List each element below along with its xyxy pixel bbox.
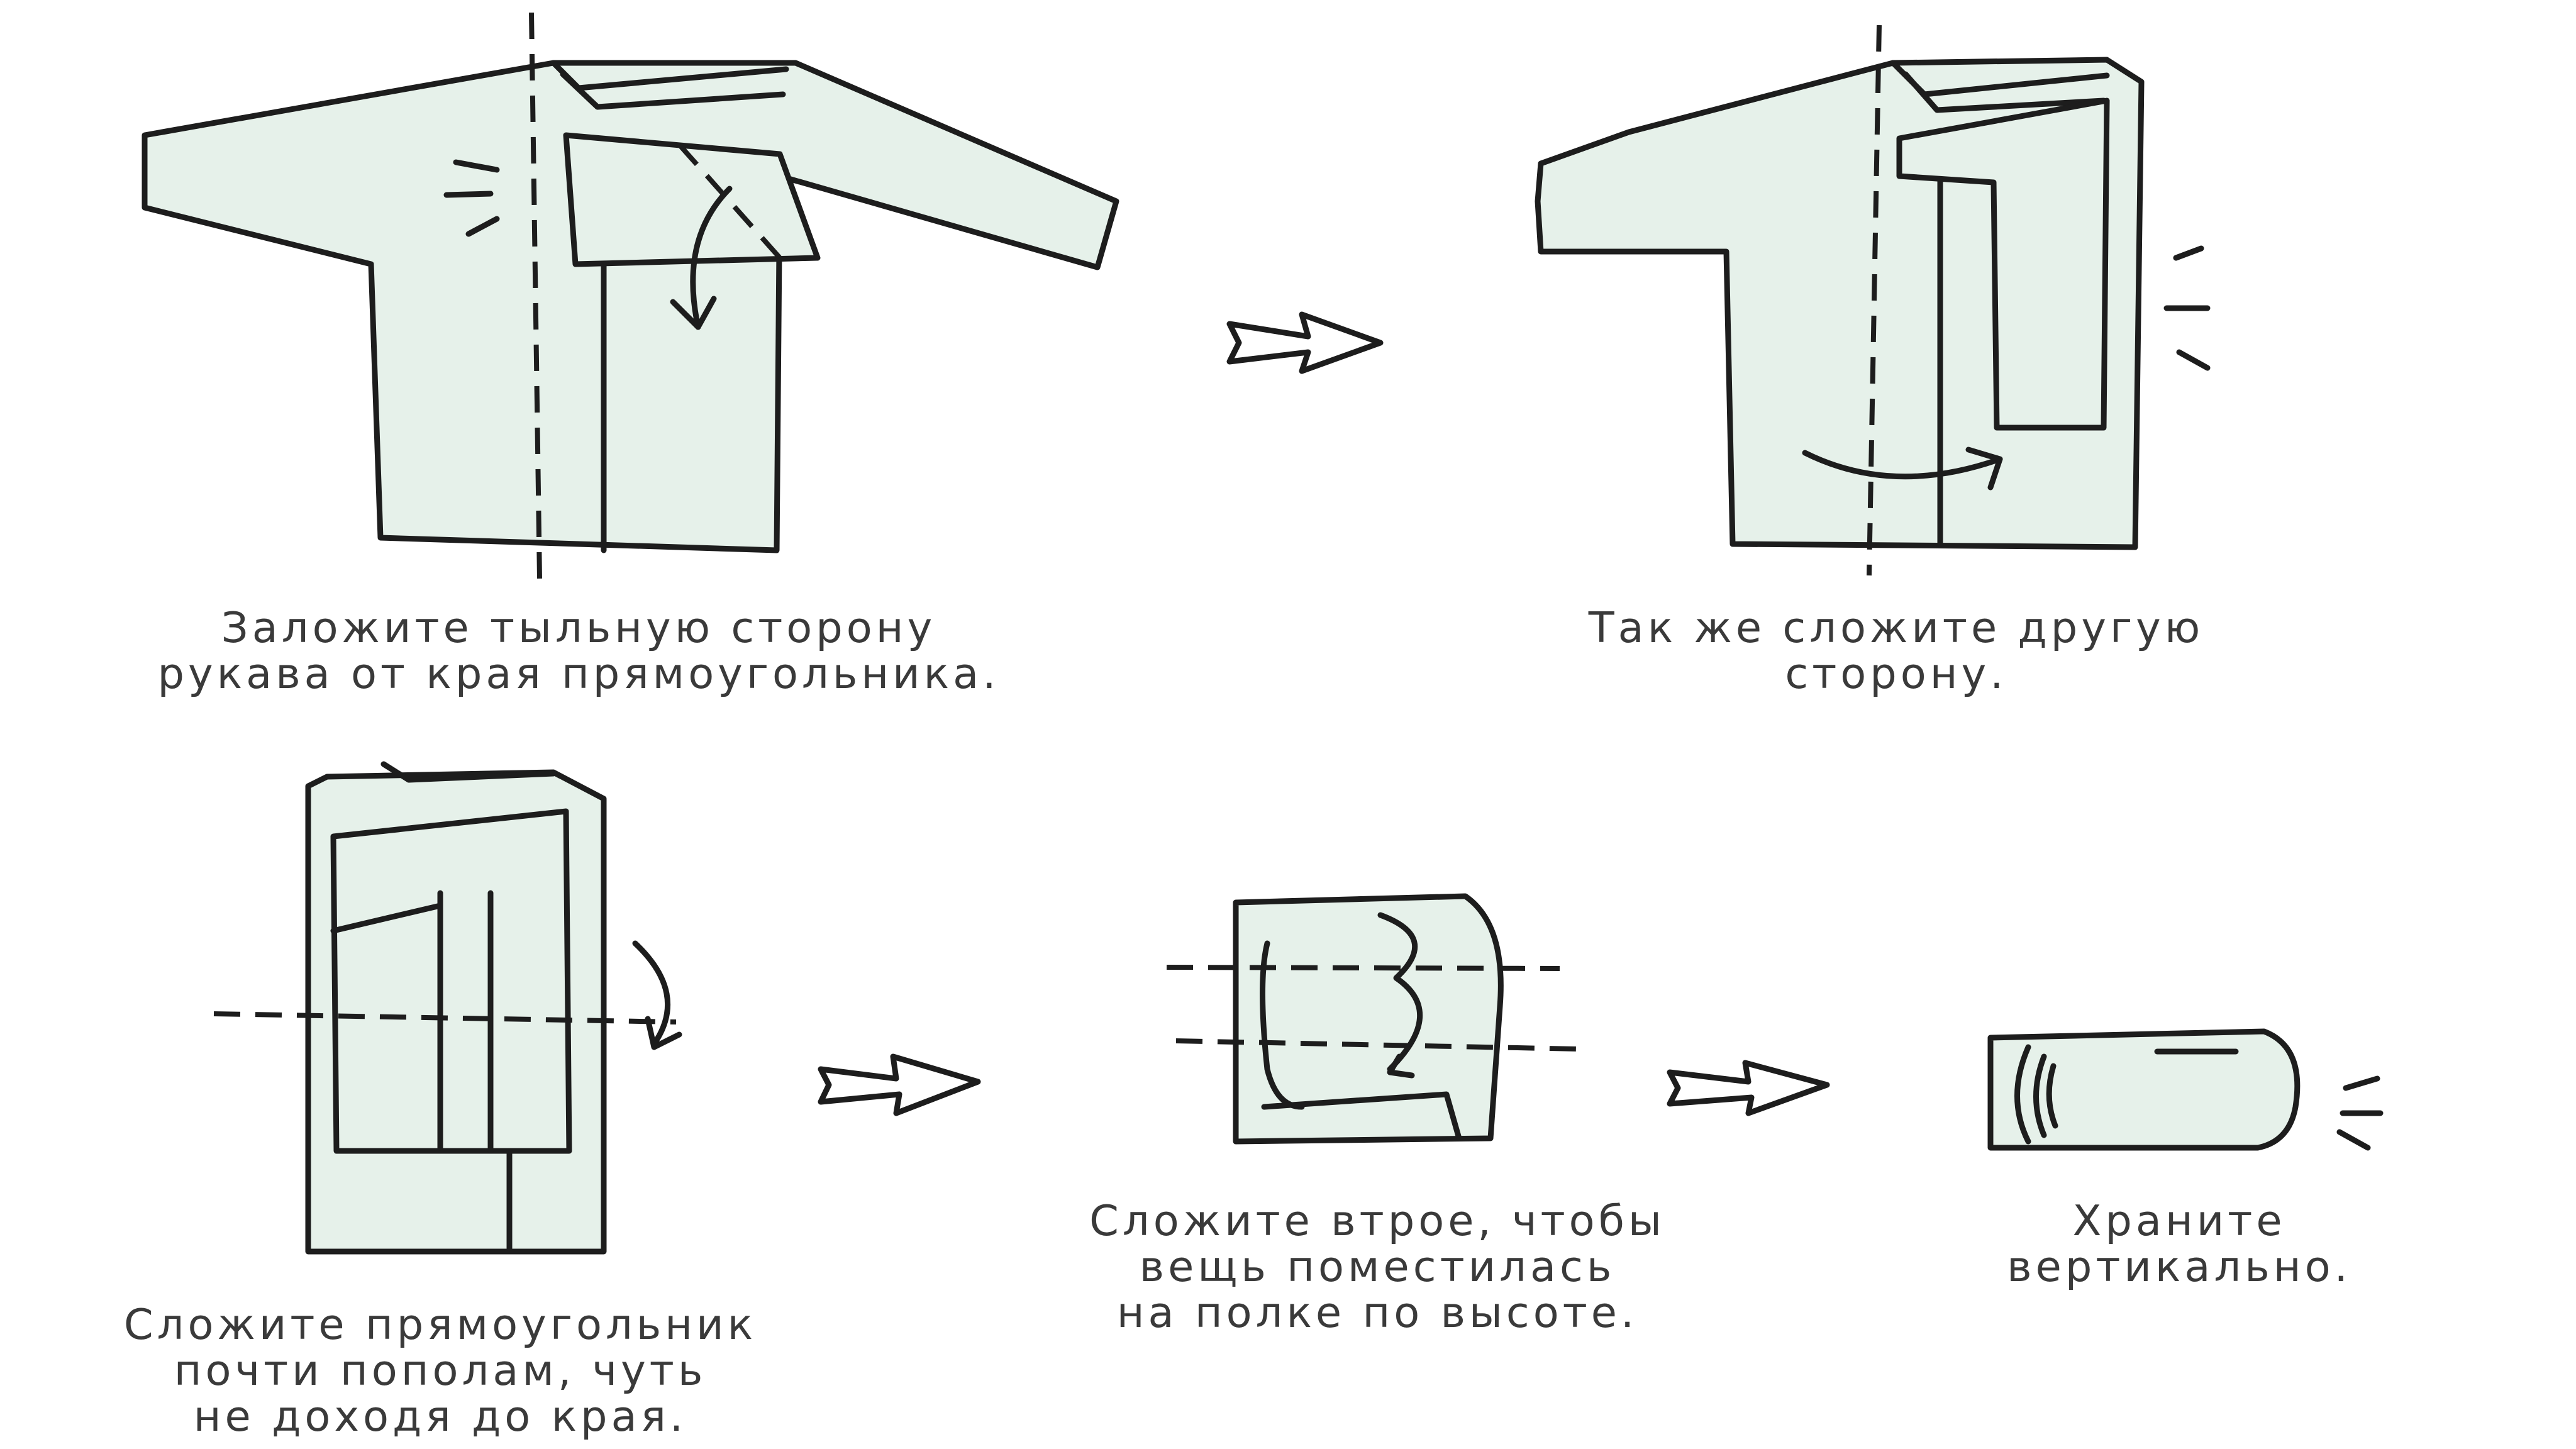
step1-shirt-body <box>142 60 1119 553</box>
step5-roll-spiral <box>2014 1044 2058 1145</box>
step1-center-fold-line <box>529 12 542 579</box>
step2-collar-inner <box>1902 71 2107 113</box>
step4-tri-fold-arrow <box>1377 912 1423 1072</box>
step2-caption-line2: сторону. <box>1785 649 2007 698</box>
step4-inner-roll-2 <box>1261 1091 1462 1141</box>
step3-caption-line3: не доходя до края. <box>193 1392 687 1441</box>
step2-center-fold-line <box>1867 25 1882 576</box>
step3-fold-arrow <box>632 940 671 1047</box>
step2-folded-panel <box>1896 97 2110 431</box>
step4-caption-line2: вещь поместилась <box>1139 1242 1616 1291</box>
step3-collar <box>380 761 557 783</box>
step4-tri-fold-illustration <box>1166 893 1579 1145</box>
step1-folded-sleeve <box>563 132 821 267</box>
step3-rectangle-illustration <box>213 761 682 1255</box>
step-arrow-1 <box>1226 311 1384 374</box>
step1-shirt-illustration <box>142 12 1119 579</box>
step2-caption: Так же сложите другую сторону. <box>1475 605 2318 697</box>
step5-caption-line1: Храните <box>2072 1196 2286 1245</box>
step-arrow-3 <box>1667 1060 1830 1116</box>
step2-shirt-illustration <box>1535 25 2211 576</box>
step4-tri-fold-arrowhead <box>1387 1053 1415 1079</box>
step-arrow-2 <box>818 1053 981 1116</box>
step3-caption-line1: Сложите прямоугольник <box>123 1300 757 1349</box>
step3-fold-arrowhead <box>645 1016 682 1050</box>
step3-fold-line <box>213 1011 677 1024</box>
step1-caption: Заложите тыльную сторону рукава от края … <box>60 605 1097 697</box>
step4-caption: Сложите втрое, чтобы вещь поместилась на… <box>987 1198 1767 1336</box>
step5-motion-marks <box>2336 1075 2384 1151</box>
step1-sleeve-fold-dash <box>677 143 782 260</box>
step3-folded-panel <box>330 808 572 1154</box>
step5-roll-body <box>1987 1028 2301 1151</box>
step4-bundle-body <box>1233 893 1504 1145</box>
step5-caption: Храните вертикально. <box>1937 1198 2421 1290</box>
step3-caption: Сложите прямоугольник почти пополам, чут… <box>19 1302 862 1440</box>
step1-fold-arrow <box>690 186 733 330</box>
step1-motion-marks <box>443 159 500 237</box>
step1-caption-line2: рукава от края прямоугольника. <box>157 649 1000 698</box>
step4-fold-line-upper <box>1166 965 1560 971</box>
step1-caption-line1: Заложите тыльную сторону <box>221 603 936 652</box>
step3-caption-line2: почти пополам, чуть <box>174 1346 707 1395</box>
step2-caption-line1: Так же сложите другую <box>1588 603 2204 652</box>
step2-fold-arrowhead <box>1965 447 2003 491</box>
step4-caption-line3: на полке по высоте. <box>1116 1288 1638 1337</box>
step5-caption-line2: вертикально. <box>2007 1242 2351 1291</box>
step1-fold-arrowhead <box>670 296 717 330</box>
step4-caption-line1: Сложите втрое, чтобы <box>1089 1196 1665 1245</box>
step2-motion-marks <box>2163 245 2211 371</box>
step4-fold-line-lower <box>1175 1038 1579 1052</box>
step1-collar-inner <box>560 71 786 110</box>
step2-fold-arrow <box>1802 450 2003 480</box>
step3-inner-lines <box>330 890 494 1154</box>
step5-stored-roll-illustration <box>1987 1028 2384 1151</box>
